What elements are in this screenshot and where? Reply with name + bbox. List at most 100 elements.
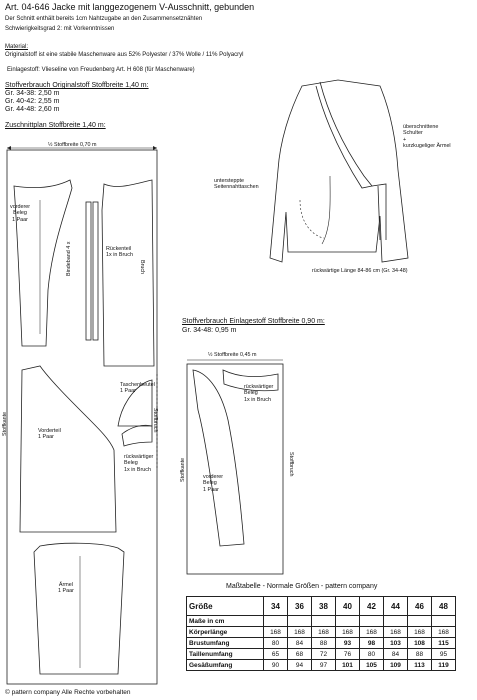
- table-cell: 168: [311, 626, 336, 638]
- size-col: 38: [311, 596, 336, 616]
- pockets-label: untersteppte Seitennahttaschen: [214, 178, 259, 191]
- material-line-1: Originalstoff ist eine stabile Maschenwa…: [5, 52, 244, 58]
- table-cell: 168: [287, 626, 312, 638]
- beleg-piece: [13, 179, 73, 347]
- interfacing-beleg: [192, 369, 245, 547]
- rueckenteil-piece: [101, 179, 155, 367]
- shoulder-label: überschnittene Schulter + kurzkugeliger …: [403, 124, 451, 150]
- jacket-collar: [315, 81, 373, 189]
- rueckenteil-label: Rückenteil 1x in Bruch: [106, 246, 133, 259]
- table-cell: 84: [287, 637, 312, 649]
- table-cell: 90: [263, 659, 288, 671]
- table-row: Gesäßumfang 90 94 97 101 105 109 113 119: [186, 659, 456, 671]
- unit-row: Maße in cm: [186, 615, 456, 627]
- table-cell: 168: [431, 626, 456, 638]
- rueck-beleg-piece: [121, 424, 153, 447]
- interfacing-stoffbruch-label: Stoffbruch: [288, 452, 294, 477]
- table-cell: 109: [383, 659, 408, 671]
- footer-copyright: © pattern company Alle Rechte vorbehalte…: [5, 689, 131, 696]
- interfacing-frame: [186, 363, 284, 575]
- table-cell: 103: [383, 637, 408, 649]
- fabric-use-row-1: Gr. 34-38: 2,50 m: [5, 90, 60, 97]
- table-cell: 98: [359, 637, 384, 649]
- intro-line-1: Der Schnitt enthält bereits 1cm Nahtzuga…: [5, 16, 203, 22]
- size-col: 48: [431, 596, 456, 616]
- size-col: 42: [359, 596, 384, 616]
- table-cell: 105: [359, 659, 384, 671]
- unit-label: Maße in cm: [186, 615, 264, 627]
- row-label: Gesäßumfang: [186, 659, 264, 671]
- table-cell: 93: [335, 637, 360, 649]
- stoffbruch-label: Stoffbruch: [152, 408, 158, 433]
- row-label: Brustumfang: [186, 637, 264, 649]
- table-cell: 76: [335, 648, 360, 660]
- fabric-use-row-2: Gr. 40-42: 2,55 m: [5, 98, 60, 105]
- table-cell: 97: [311, 659, 336, 671]
- aermel-piece: [33, 542, 125, 675]
- table-cell: 168: [407, 626, 432, 638]
- table-cell: 115: [431, 637, 456, 649]
- table-row: Körperlänge 168 168 168 168 168 168 168 …: [186, 626, 456, 638]
- table-cell: 113: [407, 659, 432, 671]
- intro-line-2: Schwierigkeitsgrad 2: mit Vorkenntnissen: [5, 26, 115, 32]
- table-cell: 101: [335, 659, 360, 671]
- material-line-2: Einlagestoff: Vlieseline von Freudenberg…: [7, 67, 195, 73]
- size-header-label: Größe: [186, 596, 264, 616]
- table-row: Brustumfang 80 84 88 93 98 103 108 115: [186, 637, 456, 649]
- table-cell: 65: [263, 648, 288, 660]
- row-label: Körperlänge: [186, 626, 264, 638]
- table-cell: 168: [359, 626, 384, 638]
- length-label: rückwärtige Länge 84-86 cm (Gr. 34-48): [312, 268, 408, 274]
- interfacing-rueck-beleg: [222, 369, 279, 392]
- beleg-label: vorderer Beleg 1 Paar: [10, 204, 31, 223]
- size-col: 44: [383, 596, 408, 616]
- interfacing-heading: Stoffverbrauch Einlagestoff Stoffbreite …: [182, 318, 325, 325]
- table-row: Taillenumfang 65 68 72 76 80 84 88 95: [186, 648, 456, 660]
- bindeband-strip-1: [85, 201, 92, 341]
- table-cell: 168: [263, 626, 288, 638]
- size-table: Größe 34 36 38 40 42 44 46 48 Maße in cm…: [186, 596, 456, 671]
- vorderteil-label: Vorderteil 1 Paar: [38, 428, 61, 441]
- size-header-row: Größe 34 36 38 40 42 44 46 48: [186, 596, 456, 616]
- table-cell: 88: [407, 648, 432, 660]
- table-cell: 80: [359, 648, 384, 660]
- fabric-use-heading: Stoffverbrauch Originalstoff Stoffbreite…: [5, 82, 149, 89]
- taschenbeutel-label: Taschenbeutel 1 Paar: [120, 382, 155, 395]
- bindeband-label: Bindeband 4 x: [66, 241, 72, 276]
- table-cell: 72: [311, 648, 336, 660]
- material-heading: Material:: [5, 44, 29, 50]
- table-cell: 94: [287, 659, 312, 671]
- interfacing-stoffkante-label: Stoffkante: [180, 457, 186, 482]
- stoffkante-label: Stoffkante: [2, 411, 8, 436]
- page-title: Art. 04-646 Jacke mit langgezogenem V-Au…: [5, 2, 255, 12]
- table-cell: 80: [263, 637, 288, 649]
- bindeband-strip-2: [92, 201, 99, 341]
- table-cell: 68: [287, 648, 312, 660]
- table-cell: 168: [383, 626, 408, 638]
- interfacing-row: Gr. 34-48: 0,95 m: [182, 327, 237, 334]
- row-label: Taillenumfang: [186, 648, 264, 660]
- jacket-tie: [371, 183, 387, 241]
- cutting-plan-frame: [6, 149, 158, 685]
- table-cell: 168: [335, 626, 360, 638]
- table-cell: 119: [431, 659, 456, 671]
- table-cell: 84: [383, 648, 408, 660]
- size-table-title: Maßtabelle - Normale Größen - pattern co…: [226, 583, 378, 590]
- aermel-label: Ärmel 1 Paar: [58, 582, 74, 595]
- table-cell: 108: [407, 637, 432, 649]
- taschenbeutel-piece: [117, 379, 153, 427]
- interfacing-rueck-beleg-label: rückwärtiger Beleg 1x in Bruch: [244, 384, 274, 403]
- size-col: 46: [407, 596, 432, 616]
- table-cell: 95: [431, 648, 456, 660]
- jacket-body: [269, 79, 409, 263]
- rueck-beleg-label: rückwärtiger Beleg 1x in Bruch: [124, 454, 154, 473]
- interfacing-width-label: ½ Stoffbreite 0,45 m: [208, 352, 257, 358]
- size-col: 40: [335, 596, 360, 616]
- fabric-use-row-3: Gr. 44-48: 2,60 m: [5, 106, 60, 113]
- bruch-label: Bruch: [139, 260, 145, 275]
- interfacing-beleg-label: vorderer Beleg 1 Paar: [203, 474, 224, 493]
- table-cell: 88: [311, 637, 336, 649]
- cutting-plan-heading: Zuschnittplan Stoffbreite 1,40 m:: [5, 122, 106, 129]
- size-col: 36: [287, 596, 312, 616]
